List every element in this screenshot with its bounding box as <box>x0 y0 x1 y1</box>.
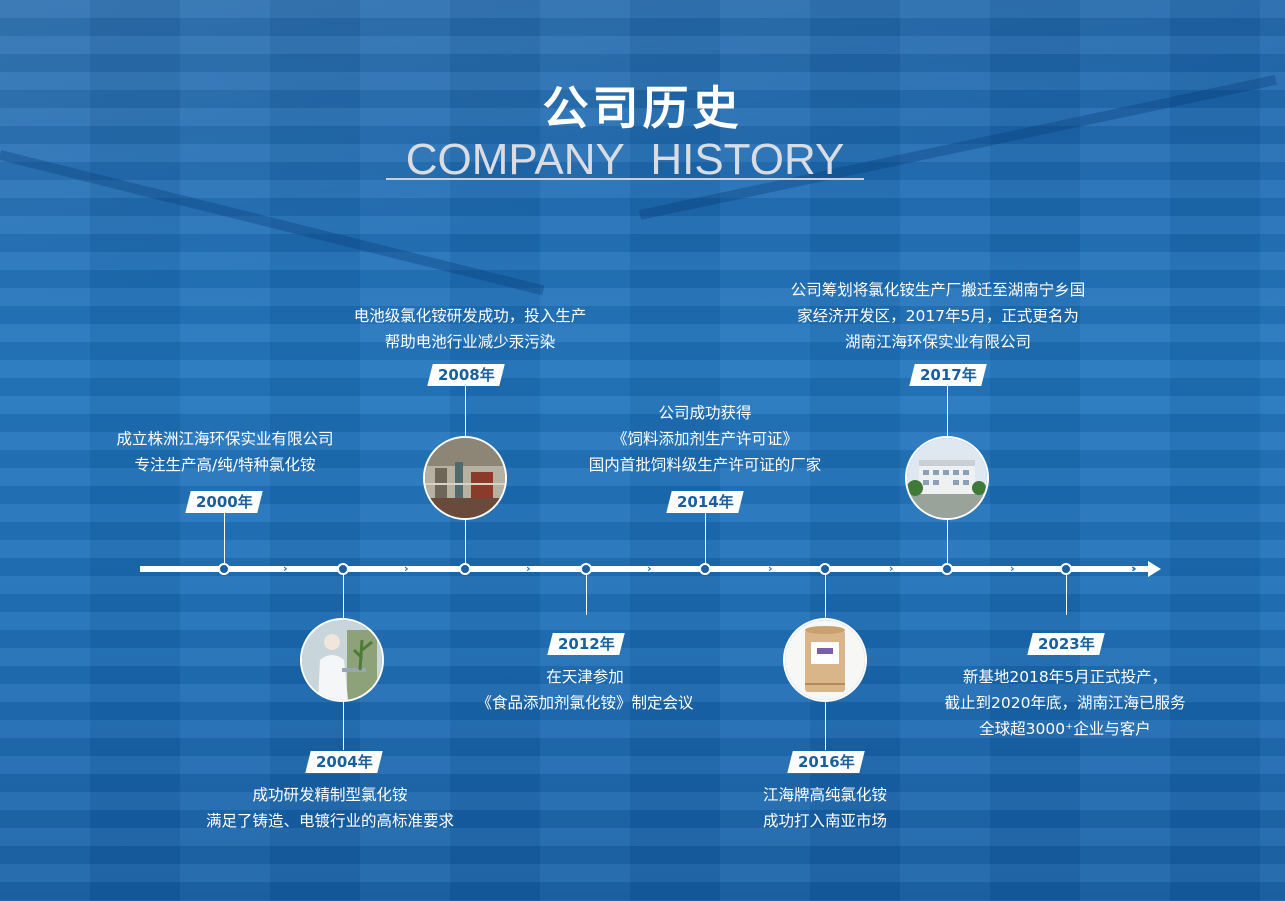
title-underline <box>386 178 864 180</box>
page-title-cn: 公司历史 <box>542 81 743 135</box>
event-line: 国内首批饲料级生产许可证的厂家 <box>588 456 822 474</box>
event-2004-desc: 成功研发精制型氯化铵 满足了铸造、电镀行业的高标准要求 <box>170 782 490 834</box>
year-badge-2000: 2000年 <box>185 491 263 513</box>
connector-line <box>1066 575 1067 615</box>
event-line: 成立株洲江海环保实业有限公司 <box>116 430 334 448</box>
year-badge-2017: 2017年 <box>909 364 987 386</box>
axis-chevron: › <box>889 562 894 575</box>
axis-chevron: › <box>283 562 288 575</box>
timeline-axis <box>140 566 1150 572</box>
axis-chevron: › <box>526 562 531 575</box>
event-2000-desc: 成立株洲江海环保实业有限公司 专注生产高/纯/特种氯化铵 <box>70 426 380 478</box>
year-badge-2008: 2008年 <box>427 364 505 386</box>
event-line: 公司筹划将氯化铵生产厂搬迁至湖南宁乡国 <box>790 281 1086 299</box>
page-title-en: COMPANY HISTORY <box>405 135 845 184</box>
event-line: 专注生产高/纯/特种氯化铵 <box>134 456 316 474</box>
axis-chevron: › <box>1010 562 1015 575</box>
connector-line <box>224 513 225 568</box>
event-line: 成功研发精制型氯化铵 <box>252 786 408 804</box>
product-drum-photo <box>783 618 867 702</box>
event-line: 《食品添加剂氯化铵》制定会议 <box>476 694 694 712</box>
year-badge-2016: 2016年 <box>787 751 865 773</box>
timeline-node-2023 <box>1060 563 1072 575</box>
event-line: 江海牌高纯氯化铵 <box>762 786 887 804</box>
axis-chevron: › <box>404 562 409 575</box>
event-line: 《饲料添加剂生产许可证》 <box>611 430 798 448</box>
year-badge-2023: 2023年 <box>1027 633 1105 655</box>
event-line: 满足了铸造、电镀行业的高标准要求 <box>205 812 454 830</box>
axis-chevron: › <box>1132 562 1137 575</box>
event-line: 公司成功获得 <box>658 404 752 422</box>
event-line: 家经济开发区，2017年5月，正式更名为 <box>797 307 1079 325</box>
event-2017-desc: 公司筹划将氯化铵生产厂搬迁至湖南宁乡国 家经济开发区，2017年5月，正式更名为… <box>758 277 1118 355</box>
timeline-node-2012 <box>580 563 592 575</box>
event-2008-desc: 电池级氯化铵研发成功，投入生产 帮助电池行业减少汞污染 <box>315 303 625 355</box>
lab-worker-photo <box>300 618 384 702</box>
ceiling-overlay <box>0 0 1285 300</box>
timeline-node-2008 <box>459 563 471 575</box>
event-line: 新基地2018年5月正式投产， <box>962 668 1168 686</box>
timeline-node-2000 <box>218 563 230 575</box>
year-badge-2012: 2012年 <box>547 633 625 655</box>
event-2012-desc: 在天津参加 《食品添加剂氯化铵》制定会议 <box>430 664 740 716</box>
event-2014-desc: 公司成功获得 《饲料添加剂生产许可证》 国内首批饲料级生产许可证的厂家 <box>555 400 855 478</box>
timeline-arrow-head <box>1148 561 1161 577</box>
timeline-node-2014 <box>699 563 711 575</box>
axis-chevron: › <box>1131 562 1136 575</box>
company-building-photo <box>905 436 989 520</box>
year-badge-2014: 2014年 <box>666 491 744 513</box>
event-line: 湖南江海环保实业有限公司 <box>844 333 1031 351</box>
axis-chevron: › <box>647 562 652 575</box>
timeline-node-2004 <box>337 563 349 575</box>
connector-line <box>705 513 706 568</box>
event-line: 在天津参加 <box>546 668 624 686</box>
event-2023-desc: 新基地2018年5月正式投产， 截止到2020年底，湖南江海已服务 全球超300… <box>900 664 1230 742</box>
timeline-node-2017 <box>941 563 953 575</box>
event-line: 成功打入南亚市场 <box>762 812 887 830</box>
event-line: 全球超3000⁺企业与客户 <box>979 720 1151 738</box>
factory-equipment-photo <box>423 436 507 520</box>
year-badge-2004: 2004年 <box>305 751 383 773</box>
event-line: 截止到2020年底，湖南江海已服务 <box>944 694 1186 712</box>
timeline-node-2016 <box>819 563 831 575</box>
event-line: 电池级氯化铵研发成功，投入生产 <box>353 307 587 325</box>
axis-chevron: › <box>768 562 773 575</box>
event-2016-desc: 江海牌高纯氯化铵 成功打入南亚市场 <box>670 782 980 834</box>
connector-line <box>586 575 587 615</box>
event-line: 帮助电池行业减少汞污染 <box>384 333 556 351</box>
